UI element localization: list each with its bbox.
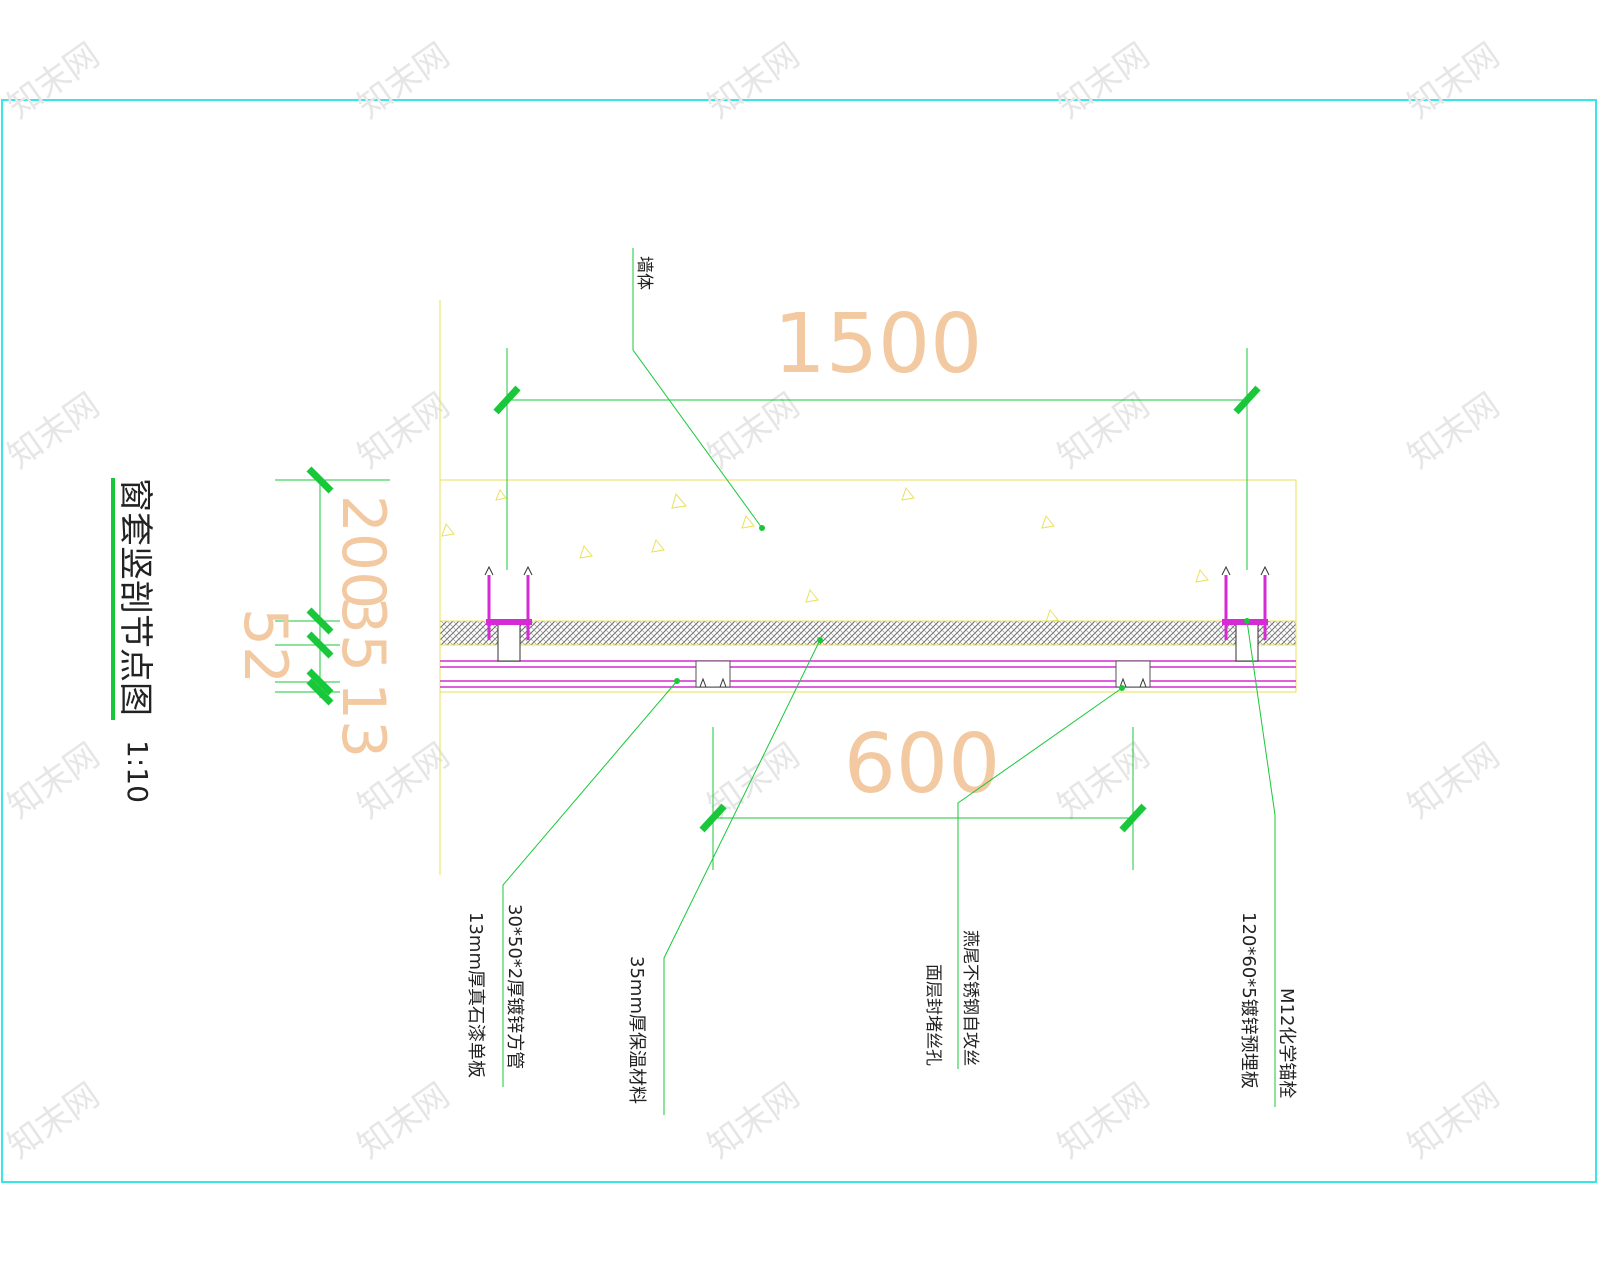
- leader-screw: [957, 685, 1125, 1069]
- watermark-text: 知末网: [700, 1075, 806, 1166]
- label-anchor: M12化学锚栓: [1276, 988, 1297, 1098]
- watermark-text: 知末网: [700, 385, 806, 476]
- drawing-frame: [1, 99, 1597, 1183]
- watermark-text: 知末网: [0, 735, 106, 826]
- label-seal: 面层封堵丝孔: [923, 964, 943, 1066]
- watermark-text: 知末网: [350, 1075, 456, 1166]
- dimension-600: 600: [699, 717, 1147, 870]
- watermark-text: 知末网: [350, 35, 456, 126]
- label-steel-tube: 30*50*2厚镀锌方管: [504, 904, 525, 1069]
- watermark-text: 知末网: [1400, 735, 1506, 826]
- anchor-group-left: [484, 565, 533, 662]
- drawing-title: 窗套竖剖节点图: [115, 478, 155, 716]
- dim-35: 35: [328, 596, 398, 672]
- concrete-triangles: [441, 486, 1209, 623]
- dimension-1500-value: 1500: [774, 297, 983, 392]
- label-plate: 120*60*5镀锌预埋板: [1238, 912, 1259, 1089]
- dimension-1500: 1500: [493, 297, 1261, 570]
- insulation-band: [439, 620, 1297, 646]
- watermark-text: 知末网: [1400, 1075, 1506, 1166]
- watermark-text: 知末网: [1400, 385, 1506, 476]
- watermark-text: 知末网: [1400, 35, 1506, 126]
- dim-13: 13: [328, 682, 398, 758]
- dimension-600-value: 600: [844, 717, 1001, 812]
- label-stone-panel: 13mm厚真石漆单板: [465, 912, 486, 1078]
- watermark-text: 知末网: [0, 1075, 106, 1166]
- dimension-chain-left: 200 35 13 52: [230, 466, 398, 758]
- watermark-text: 知末网: [700, 35, 806, 126]
- drawing-scale: 1:10: [121, 740, 154, 803]
- dim-200: 200: [328, 495, 398, 610]
- label-insulation: 35mm厚保温材料: [626, 956, 647, 1104]
- watermark-text: 知末网: [0, 35, 106, 126]
- steel-tube-right: [1115, 660, 1151, 688]
- watermark-text: 知末网: [1050, 35, 1156, 126]
- watermark-text: 知末网: [1050, 385, 1156, 476]
- watermark-text: 知末网: [0, 385, 106, 476]
- label-wall: 墙体: [634, 256, 654, 290]
- leader-insulation: [663, 637, 823, 1115]
- cladding-layers: [440, 660, 1296, 688]
- steel-tube-left: [695, 660, 731, 688]
- leader-anchor: [1244, 618, 1276, 1107]
- watermark-text: 知末网: [350, 385, 456, 476]
- anchor-group-right: [1221, 565, 1270, 662]
- leader-wall: [632, 248, 765, 531]
- watermark-text: 知末网: [1050, 1075, 1156, 1166]
- label-screw: 燕尾不锈钢自攻丝: [960, 930, 980, 1066]
- dim-52: 52: [230, 608, 300, 684]
- leader-steel-tube: [502, 678, 680, 1087]
